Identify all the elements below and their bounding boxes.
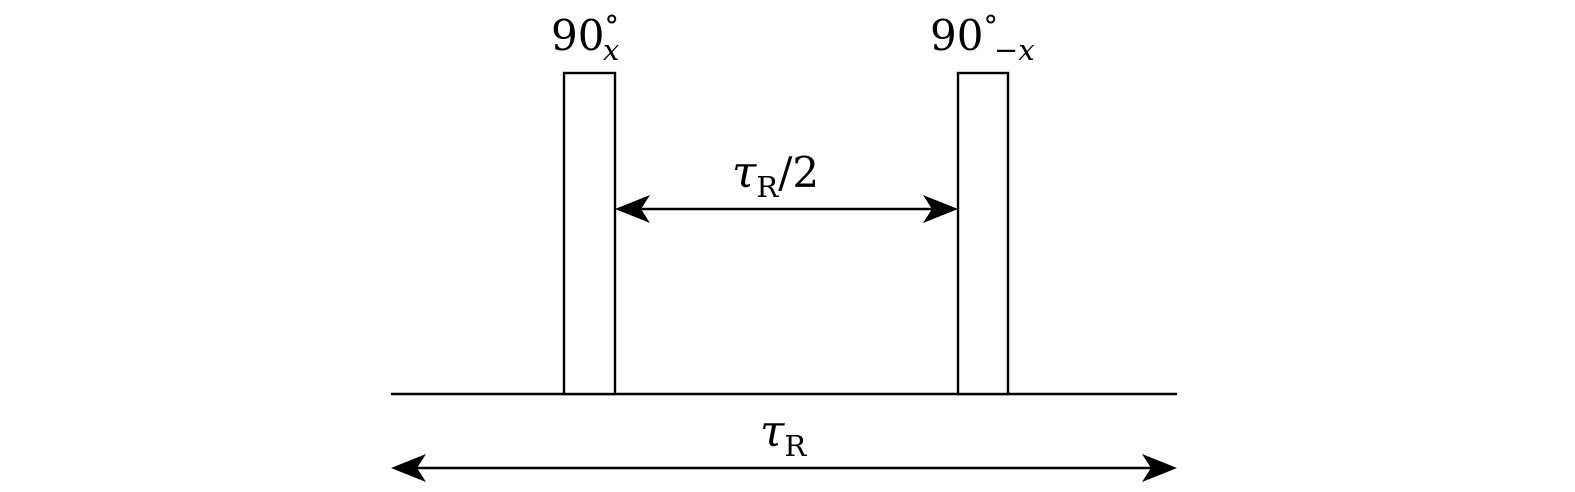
full-period-arrow-right-head	[1142, 454, 1177, 482]
full-period-arrow-left-head	[391, 454, 426, 482]
pulse-1-block	[562, 71, 617, 396]
full-period-arrow	[391, 454, 1177, 482]
pulse-2-label: 90°−x	[930, 9, 1035, 67]
half-period-arrow-left-head	[615, 195, 650, 223]
pulse-1-label: 90°x	[551, 9, 619, 67]
half-period-arrow	[615, 195, 958, 223]
full-period-label: τR	[760, 406, 807, 463]
pulse-2-block	[956, 71, 1010, 396]
half-period-arrow-right-head	[923, 195, 958, 223]
half-period-label: τR/2	[732, 147, 819, 204]
